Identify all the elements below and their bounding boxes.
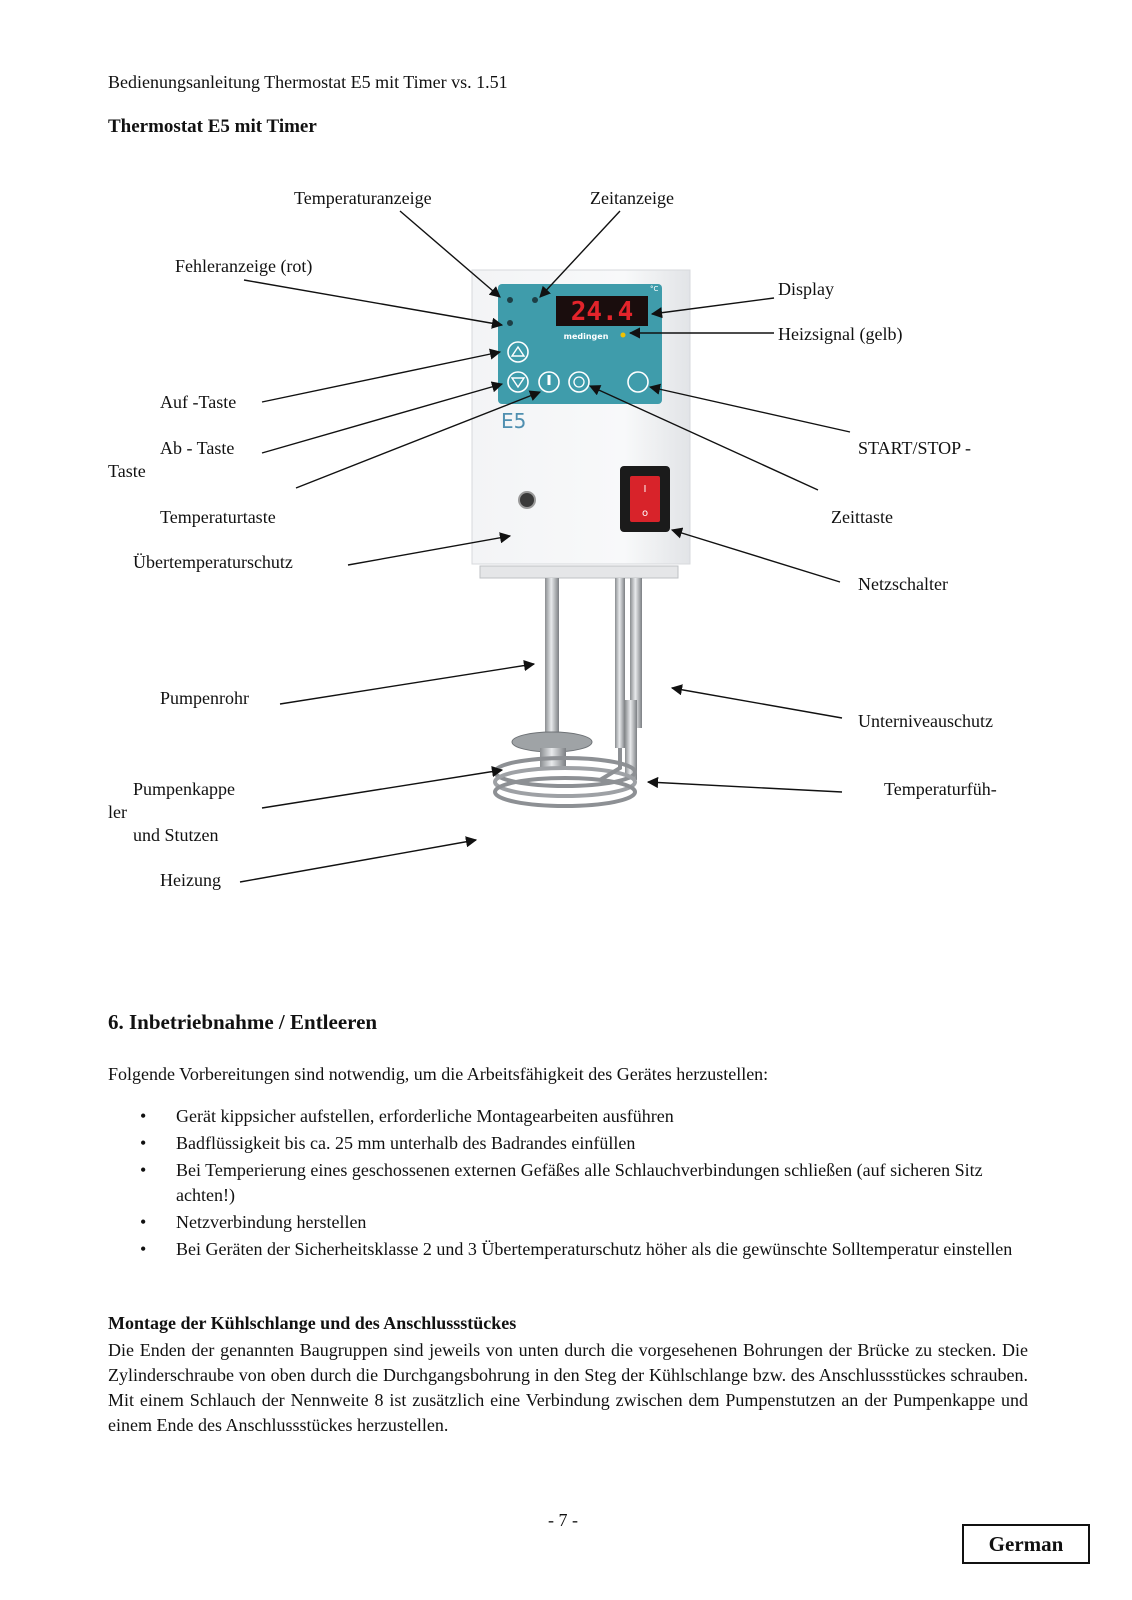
thermostat-device: 24.4 °C medingen E5 I o [471,269,691,808]
svg-text:o: o [642,508,648,519]
label-temperaturtaste: Temperaturtaste [160,507,276,527]
overtemperature-knob [518,491,536,509]
label-zeitanzeige: Zeitanzeige [590,188,674,208]
list-item: Gerät kippsicher aufstellen, erforderlic… [140,1104,1030,1129]
sensor-rod [630,578,642,728]
label-auf-taste: Auf -Taste [160,392,237,412]
language-badge: German [962,1524,1090,1564]
clock-icon [573,376,585,388]
label-temperaturfuehler: Temperaturfüh- [884,779,997,799]
model-label: E5 [501,409,526,433]
time-led-icon [532,297,538,303]
list-item: Bei Temperierung eines geschossenen exte… [140,1158,1030,1208]
label-temperaturanzeige: Temperaturanzeige [294,188,432,208]
label-heizsignal: Heizsignal (gelb) [778,324,903,344]
up-arrow-icon [510,345,526,357]
error-led-icon [507,320,513,326]
label-uebertemperaturschutz: Übertemperaturschutz [133,552,293,572]
list-item: Netzverbindung herstellen [140,1210,1030,1235]
bridge-plate [479,565,679,579]
page-number: - 7 - [548,1510,578,1530]
list-item: Badflüssigkeit bis ca. 25 mm unterhalb d… [140,1131,1030,1156]
label-unterniveauschutz: Unterniveauschutz [858,711,993,731]
label-pumpenkappe: Pumpenkappe [133,779,235,799]
unit-label: °C [650,285,659,293]
document-header: Bedienungsanleitung Thermostat E5 mit Ti… [108,72,508,92]
label-ab-taste-cont: Taste [108,461,146,481]
up-button [507,341,529,363]
section-heading: 6. Inbetriebnahme / Entleeren [108,1010,378,1034]
subsection-text: Die Enden der genannten Baugruppen sind … [108,1340,1028,1435]
power-rocker [630,476,660,522]
label-pumpenrohr: Pumpenrohr [160,688,249,708]
section-intro: Folgende Vorbereitungen sind notwendig, … [108,1064,769,1084]
subsection-heading: Montage der Kühlschlange und des Anschlu… [108,1313,517,1333]
time-button [568,371,590,393]
preparation-list: Gerät kippsicher aufstellen, erforderlic… [140,1104,1030,1264]
label-display: Display [778,279,834,299]
led-display [556,296,648,326]
label-heizung: Heizung [160,870,221,890]
label-und-stutzen: und Stutzen [133,825,219,845]
down-arrow-icon [510,377,526,389]
callout-arrows [239,210,851,883]
svg-text:I: I [644,484,647,495]
document-title: Thermostat E5 mit Timer [108,116,317,137]
temperature-button [538,371,560,393]
temperature-led-icon [507,297,513,303]
pump-tube [545,578,559,738]
list-item: Bei Geräten der Sicherheitsklasse 2 und … [140,1237,1030,1262]
down-button [507,371,529,393]
temperature-probe [625,700,637,780]
device-diagram: 24.4 °C medingen E5 I o [239,210,851,883]
label-fehleranzeige: Fehleranzeige (rot) [175,256,313,276]
start-stop-button [627,371,649,393]
low-level-sensor-tube [615,578,625,748]
brand-logo: medingen [564,332,609,341]
label-start-stop: START/STOP - [858,438,972,458]
label-ab-taste: Ab - Taste [160,438,235,458]
label-zeittaste: Zeittaste [831,507,893,527]
label-netzschalter: Netzschalter [858,574,948,594]
display-value: 24.4 [571,297,634,327]
heat-signal-led-icon [620,332,626,338]
thermometer-icon [547,375,551,385]
label-temperaturfuehler-cont: ler [108,802,127,822]
